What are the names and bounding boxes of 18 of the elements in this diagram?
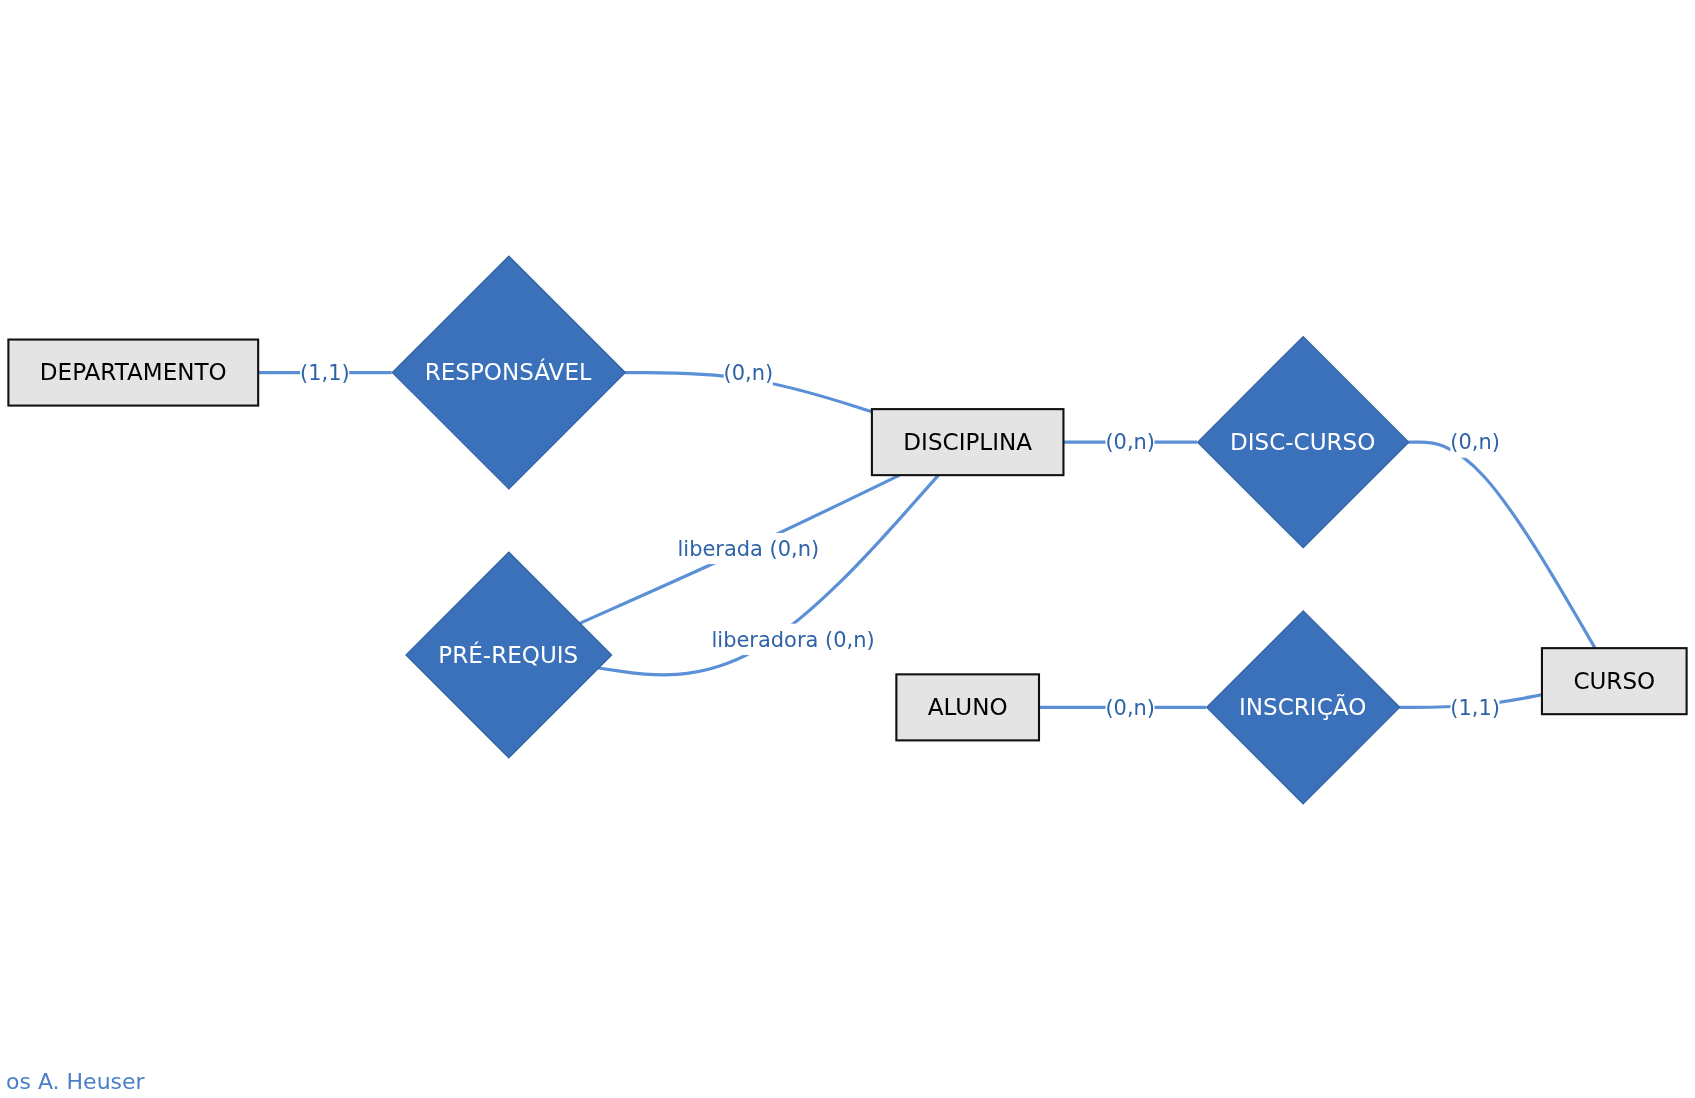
node-diamond: DISC-CURSO — [1196, 335, 1410, 549]
edge-label: liberada (0,n) — [677, 535, 820, 562]
edge-label: (0,n) — [1105, 429, 1156, 455]
edge-label: liberadora (0,n) — [711, 626, 875, 652]
connector — [1408, 440, 1597, 649]
edge-label: (0,n) — [1105, 694, 1156, 720]
edge-label: (1,1) — [1450, 694, 1501, 720]
node-box: CURSO — [1540, 647, 1688, 716]
node-diamond: PRÉ-REQUIS — [405, 551, 613, 759]
node-box: DISCIPLINA — [870, 408, 1065, 477]
node-box: ALUNO — [895, 673, 1041, 742]
edge-label: (0,n) — [1450, 429, 1500, 455]
edge-label: (1,1) — [300, 359, 350, 386]
edge-label: (0,n) — [723, 359, 774, 386]
node-diamond: INSCRIÇÃO — [1205, 610, 1401, 805]
author-credit: os A. Heuser — [6, 1069, 145, 1094]
node-diamond: RESPONSÁVEL — [391, 255, 627, 490]
node-box: DEPARTAMENTO — [7, 338, 260, 407]
